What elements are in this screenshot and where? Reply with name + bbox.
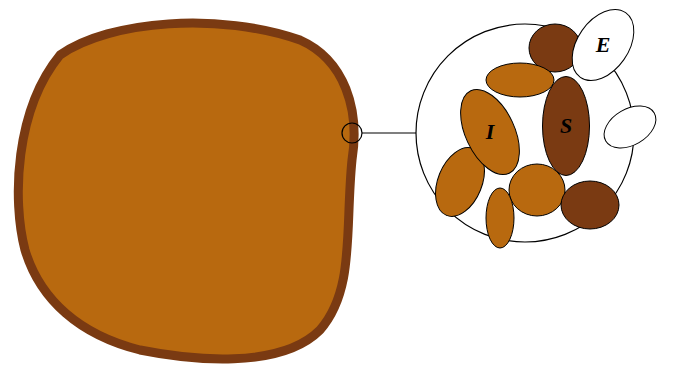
ellipse-shape [449, 80, 532, 183]
zoom-leader [362, 132, 416, 133]
dark-grain [561, 181, 619, 229]
grain-label: E [596, 34, 611, 56]
cell-body [18, 23, 354, 359]
grain-label: S [560, 115, 572, 137]
grain [486, 63, 554, 97]
white-grain [597, 97, 663, 156]
zoom-spot [342, 123, 362, 143]
grain [486, 188, 514, 248]
grain-label: I [486, 121, 495, 143]
ellipse-shape [543, 77, 590, 176]
grain-ellipse: S [542, 76, 590, 176]
grain-ellipse: I [465, 86, 515, 178]
grain-ellipse: E [577, 5, 629, 85]
